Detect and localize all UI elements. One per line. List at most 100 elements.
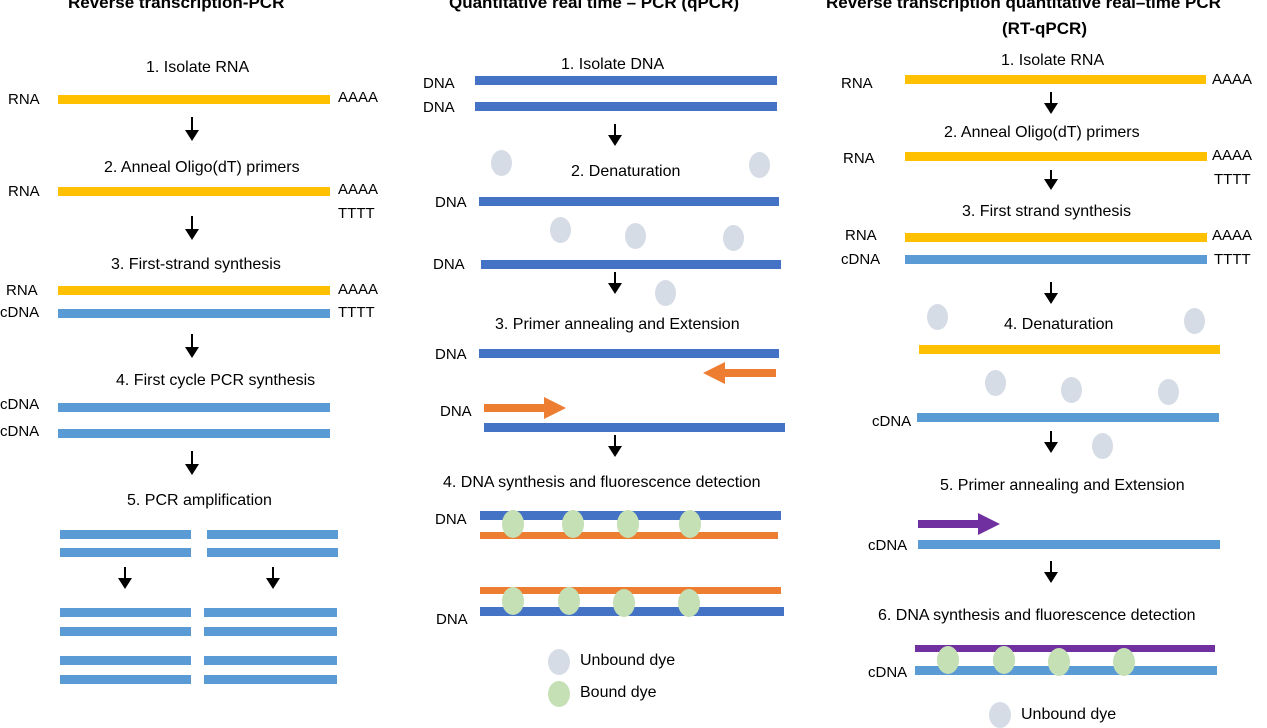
cdna-label: cDNA [868,537,908,554]
unbound-dye-icon [491,150,512,176]
rna-label: RNA [841,75,873,92]
cdna-strand [58,309,330,318]
down-arrow-icon [185,334,199,358]
oligo-t-label: TTTT [338,304,375,321]
dna-strand [475,76,777,85]
rna-strand [919,345,1220,354]
unbound-dye-icon [989,702,1011,728]
rna-label: RNA [845,227,877,244]
polya-label: AAAA [1212,71,1253,88]
down-arrow-icon [1044,170,1058,190]
cdna-strand [918,540,1220,549]
down-arrow-icon [608,272,622,294]
bound-dye-icon [562,510,584,538]
oligo-t-label: TTTT [338,205,375,222]
down-arrow-icon [185,451,199,475]
dna-label: DNA [436,611,468,628]
down-arrow-icon [266,567,280,589]
panel3-step3: 3. First strand synthesis [962,203,1131,220]
pcr-product-strand [207,530,338,539]
panel3-title-line1: Reverse transcription quantitative real–… [826,0,1221,12]
dna-label: DNA [423,99,455,116]
down-arrow-icon [1044,431,1058,453]
dna-strand [479,349,779,358]
polya-label: AAAA [1212,147,1253,164]
panel2-title: Quantitative real time – PCR (qPCR) [449,0,740,12]
pcr-product-strand [60,608,191,617]
down-arrow-icon [608,124,622,146]
dna-label: DNA [435,346,467,363]
oligo-t-label: TTTT [1214,171,1251,188]
bound-dye-icon [679,510,701,538]
down-arrow-icon [185,216,199,240]
unbound-dye-icon [550,217,571,243]
down-arrow-icon [118,567,132,589]
polya-label: AAAA [338,281,379,298]
pcr-product-strand [60,548,191,557]
bound-dye-icon [558,587,580,615]
oligo-t-label: TTTT [1214,251,1251,268]
new-strand [480,587,781,594]
rna-label: RNA [843,150,875,167]
dna-label: DNA [440,403,472,420]
bound-dye-icon [1113,648,1135,676]
pcr-product-strand [204,608,337,617]
bound-dye-icon [617,510,639,538]
dna-label: DNA [435,194,467,211]
panel3-step5: 5. Primer annealing and Extension [940,477,1185,494]
primer-arrow-right-icon [484,397,566,419]
down-arrow-icon [1044,92,1058,114]
pcr-product-strand [60,675,191,684]
bound-dye-icon [502,510,524,538]
panel3-step2: 2. Anneal Oligo(dT) primers [944,124,1140,141]
rna-strand [58,187,330,196]
unbound-dye-icon [1184,308,1205,334]
polya-label: AAAA [338,89,379,106]
pcr-product-strand [204,627,337,636]
unbound-dye-icon [1061,377,1082,403]
dna-strand [481,260,781,269]
panel1-step1: 1. Isolate RNA [146,59,250,76]
pcr-product-strand [207,548,338,557]
bound-dye-icon [502,587,524,615]
unbound-dye-icon [1158,379,1179,405]
dna-label: DNA [423,75,455,92]
cdna-strand [905,255,1207,264]
panel1-step4: 4. First cycle PCR synthesis [116,372,316,389]
rna-strand [58,95,330,104]
unbound-dye-icon [749,152,770,178]
cdna-strand [58,403,330,412]
bound-dye-icon [937,646,959,674]
unbound-dye-icon [927,304,948,330]
cdna-label: cDNA [868,664,908,681]
rna-strand [58,286,330,295]
pcr-product-strand [60,627,191,636]
pcr-product-strand [204,675,337,684]
dna-label: DNA [433,256,465,273]
cdna-strand [917,413,1219,422]
pcr-product-strand [60,656,191,665]
dna-strand [484,423,785,432]
legend-unbound-dye: Unbound dye [580,652,676,669]
pcr-product-strand [60,530,191,539]
panel1-step3: 3. First-strand synthesis [111,256,281,273]
panel3-step1: 1. Isolate RNA [1001,52,1105,69]
polya-label: AAAA [338,181,379,198]
bound-dye-icon [1048,648,1070,676]
panel3-step6: 6. DNA synthesis and fluorescence detect… [878,607,1196,624]
rna-label: RNA [8,91,40,108]
legend-bound-dye: Bound dye [580,684,657,701]
bound-dye-icon [678,589,700,617]
pcr-product-strand [204,656,337,665]
new-strand [915,645,1215,652]
panel3-step4: 4. Denaturation [1004,316,1114,333]
cdna-label: cDNA [0,396,40,413]
unbound-dye-icon [985,370,1006,396]
panel2-step2: 2. Denaturation [571,163,681,180]
down-arrow-icon [1044,561,1058,583]
panel1-step5: 5. PCR amplification [127,492,272,509]
dna-strand [479,197,779,206]
down-arrow-icon [1044,282,1058,304]
legend-unbound-dye: Unbound dye [1021,706,1117,723]
rna-strand [905,233,1207,242]
